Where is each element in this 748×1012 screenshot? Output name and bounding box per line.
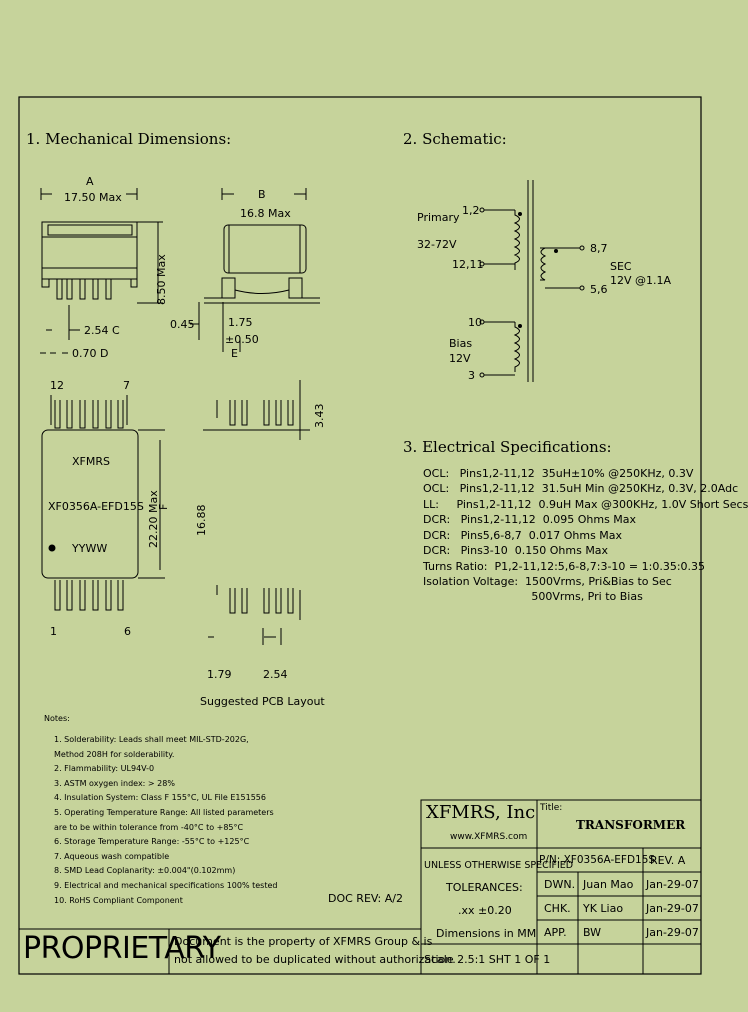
top-view — [41, 395, 165, 611]
bias-voltage: 12V — [449, 352, 471, 365]
drawing-canvas — [18, 96, 702, 975]
dim-width: 22.20 Max — [147, 490, 160, 548]
note-item: 9. Electrical and mechanical specificati… — [54, 880, 278, 890]
company-website: www.XFMRS.com — [450, 832, 528, 842]
notes-title: Notes: — [44, 714, 70, 723]
dwn-name: Juan Mao — [583, 878, 634, 891]
pin-1-label: 1 — [50, 625, 57, 638]
proprietary-notice-2: not allowed to be duplicated without aut… — [174, 953, 456, 966]
side-view — [190, 188, 320, 352]
sec-label: SEC — [610, 260, 632, 273]
company-name: XFMRS, Inc — [426, 802, 536, 823]
spec-line: OCL: Pins1,2-11,12 35uH±10% @250KHz, 0.3… — [423, 467, 694, 480]
part-number: P/N: XF0356A-EFD15S — [539, 854, 656, 866]
chk-date: Jan-29-07 — [646, 902, 699, 915]
note-item: Method 208H for solderability. — [54, 749, 175, 759]
pcb-dim-343: 3.43 — [313, 403, 326, 429]
chk-name: YK Liao — [583, 902, 624, 915]
dimensions-unit: Dimensions in MM — [436, 927, 537, 940]
spec-line: DCR: Pins5,6-8,7 0.017 Ohms Max — [423, 529, 623, 542]
note-item: 3. ASTM oxygen index: > 28% — [54, 778, 175, 788]
app-date: Jan-29-07 — [646, 926, 699, 939]
dim-c: 2.54 C — [84, 324, 120, 337]
spec-line: Isolation Voltage: 1500Vrms, Pri&Bias to… — [423, 575, 672, 588]
bias-label: Bias — [449, 337, 473, 350]
unless-specified: UNLESS OTHERWISE SPECIFIED — [424, 860, 574, 871]
label-b: B — [258, 188, 266, 201]
marking-date: YYWW — [72, 542, 108, 555]
notes-list: 1. Solderability: Leads shall meet MIL-S… — [54, 733, 277, 908]
revision: REV. A — [650, 854, 686, 867]
drawing-title: TRANSFORMER — [576, 818, 686, 832]
pcb-dim-179: 1.79 — [207, 668, 232, 681]
transformer-schematic — [479, 180, 585, 382]
marking-part: XF0356A-EFD15S — [48, 500, 144, 513]
primary-voltage: 32-72V — [417, 238, 457, 251]
proprietary-word: PROPRIETARY — [23, 931, 221, 966]
dim-175: 1.75 — [228, 316, 253, 329]
pcb-caption: Suggested PCB Layout — [200, 695, 325, 708]
note-item: 8. SMD Lead Coplanarity: ±0.004"(0.102mm… — [54, 866, 236, 876]
pcb-dim-1688: 16.88 — [195, 504, 208, 537]
note-item: are to be within tolerance from -40°C to… — [54, 822, 244, 832]
section-electrical-title: 3. Electrical Specifications: — [403, 438, 612, 456]
tolerances-label: TOLERANCES: — [446, 881, 523, 894]
tolerance-value: .xx ±0.20 — [458, 904, 512, 917]
dim-height: 8.50 Max — [155, 254, 168, 305]
label-a: A — [86, 175, 94, 188]
note-item: 1. Solderability: Leads shall meet MIL-S… — [54, 735, 249, 744]
note-item: 4. Insulation System: Class F 155°C, UL … — [54, 793, 266, 803]
dim-d: 0.70 D — [72, 347, 109, 360]
marking-brand: XFMRS — [72, 455, 110, 468]
pcb-dim-254: 2.54 — [263, 668, 288, 681]
note-item: 5. Operating Temperature Range: All list… — [54, 807, 274, 817]
pin-12-label: 12 — [50, 379, 64, 392]
pin-87-sch: 8,7 — [590, 242, 608, 255]
spec-line: DCR: Pins3-10 0.150 Ohms Max — [423, 544, 609, 557]
label-f: F — [157, 503, 170, 510]
front-view — [40, 188, 163, 354]
dim-a: 17.50 Max — [64, 191, 122, 204]
primary-label: Primary — [417, 211, 460, 224]
doc-rev: DOC REV: A/2 — [328, 892, 403, 905]
scale-sheet: Scale 2.5:1 SHT 1 OF 1 — [424, 953, 551, 966]
pin-3-sch: 3 — [468, 369, 475, 382]
app-name: BW — [583, 926, 602, 939]
dwn-label: DWN. — [544, 878, 576, 891]
dim-050: ±0.50 — [225, 333, 259, 346]
app-label: APP. — [544, 926, 567, 939]
note-item: 2. Flammability: UL94V-0 — [54, 764, 155, 774]
pin-12-sch: 1,2 — [462, 204, 480, 217]
spec-line: Turns Ratio: P1,2-11,12:5,6-8,7:3-10 = 1… — [423, 560, 706, 573]
section-schematic-title: 2. Schematic: — [403, 130, 507, 148]
dim-b: 16.8 Max — [240, 207, 291, 220]
pin-56-sch: 5,6 — [590, 283, 608, 296]
note-item: 6. Storage Temperature Range: -55°C to +… — [54, 837, 250, 847]
spec-line: 500Vrms, Pri to Bias — [423, 590, 643, 603]
proprietary-notice-1: Document is the property of XFMRS Group … — [174, 935, 433, 948]
note-item: 10. RoHS Compliant Component — [54, 895, 183, 905]
note-item: 7. Aqueous wash compatible — [54, 851, 170, 861]
spec-line: DCR: Pins1,2-11,12 0.095 Ohms Max — [423, 513, 637, 526]
section-mechanical-title: 1. Mechanical Dimensions: — [26, 130, 232, 148]
pin-10-sch: 10 — [468, 316, 482, 329]
title-block-grid — [18, 799, 702, 975]
sec-rating: 12V @1.1A — [610, 274, 672, 287]
dim-045: 0.45 — [170, 318, 195, 331]
pin-7-label: 7 — [123, 379, 130, 392]
pin-1211-sch: 12,11 — [452, 258, 484, 271]
spec-line: LL: Pins1,2-11,12 0.9uH Max @300KHz, 1.0… — [423, 498, 748, 511]
pin-6-label: 6 — [124, 625, 131, 638]
pcb-layout — [203, 380, 310, 645]
spec-line: OCL: Pins1,2-11,12 31.5uH Min @250KHz, 0… — [423, 482, 739, 495]
dwn-date: Jan-29-07 — [646, 878, 699, 891]
label-e: E — [231, 347, 238, 360]
chk-label: CHK. — [544, 902, 571, 915]
title-label: Title: — [540, 803, 563, 813]
